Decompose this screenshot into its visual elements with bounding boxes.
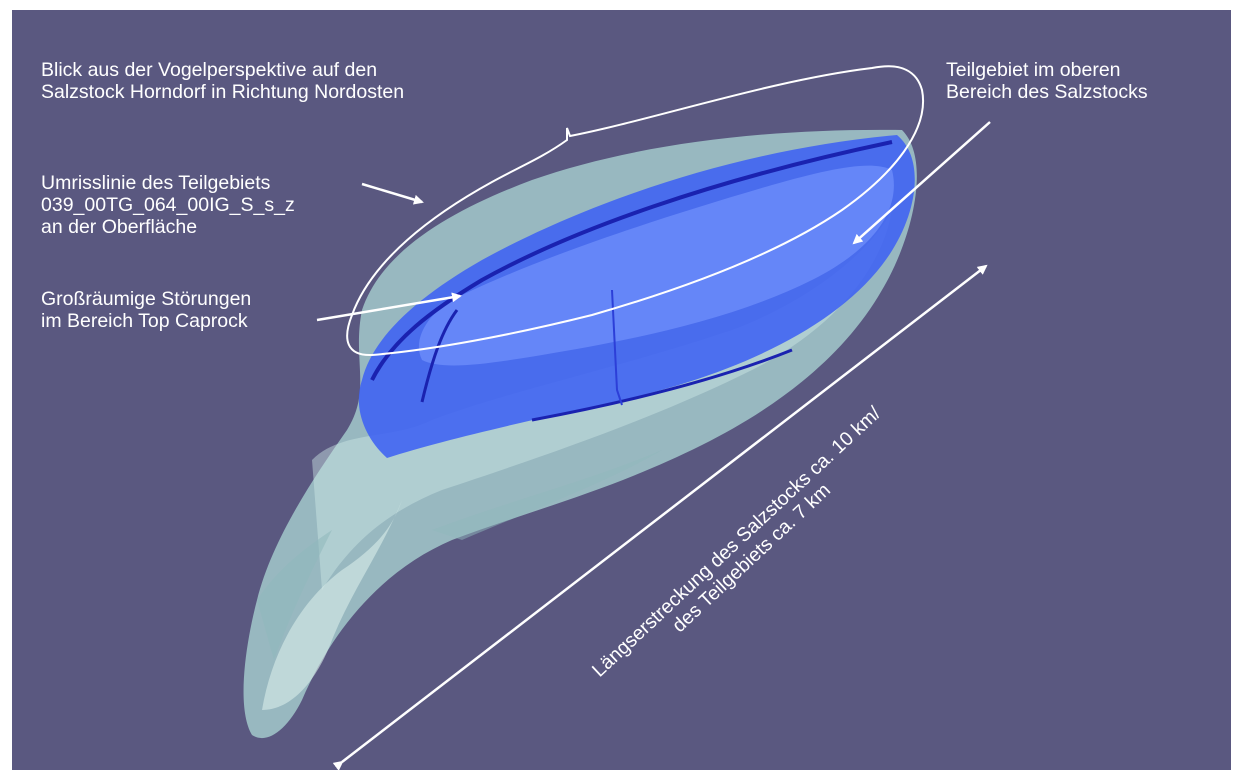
subarea-line-2: Bereich des Salzstocks [946, 81, 1148, 103]
faults-line-2: im Bereich Top Caprock [41, 310, 251, 332]
outline-label: Umrisslinie des Teilgebiets 039_00TG_064… [41, 172, 295, 238]
arrow-outline [362, 184, 422, 202]
title-line-2: Salzstock Horndorf in Richtung Nordosten [41, 81, 404, 103]
diagram-canvas: Blick aus der Vogelperspektive auf den S… [12, 10, 1231, 770]
faults-line-1: Großräumige Störungen [41, 288, 251, 310]
title-label: Blick aus der Vogelperspektive auf den S… [41, 59, 404, 103]
faults-label: Großräumige Störungen im Bereich Top Cap… [41, 288, 251, 332]
outline-line-2: 039_00TG_064_00IG_S_s_z [41, 194, 295, 216]
outline-line-1: Umrisslinie des Teilgebiets [41, 172, 295, 194]
title-line-1: Blick aus der Vogelperspektive auf den [41, 59, 404, 81]
subarea-line-1: Teilgebiet im oberen [946, 59, 1148, 81]
outline-line-3: an der Oberfläche [41, 216, 295, 238]
subarea-label: Teilgebiet im oberen Bereich des Salzsto… [946, 59, 1148, 103]
